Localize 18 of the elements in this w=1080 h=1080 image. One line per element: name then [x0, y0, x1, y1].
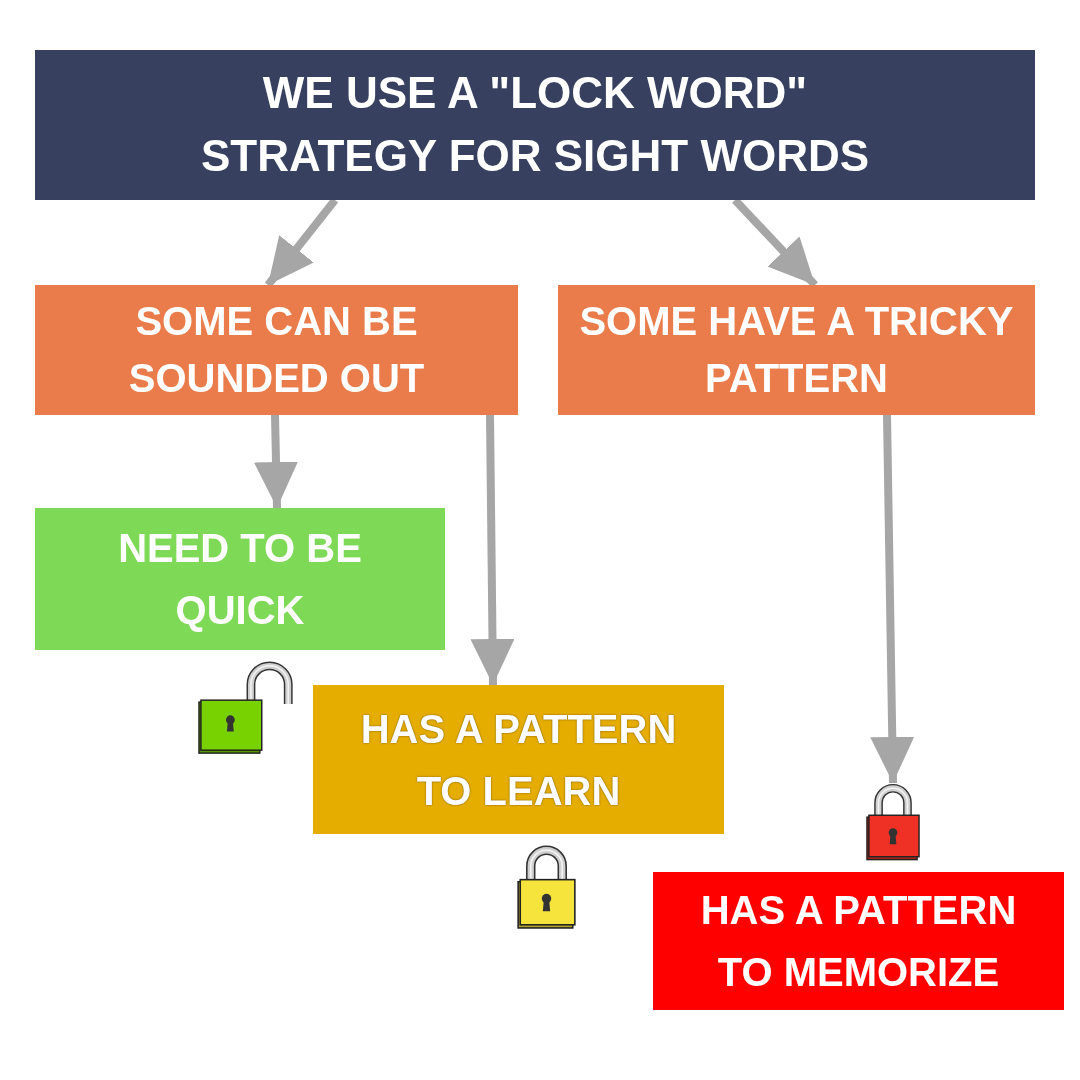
arrow [470, 414, 515, 686]
outcome-box [35, 508, 445, 650]
category-label: SOME CAN BE SOUNDED OUT [127, 298, 426, 402]
outcome-box [313, 685, 724, 834]
outcome-box [653, 872, 1064, 1010]
padlock-icon [866, 783, 920, 861]
arrow [732, 197, 818, 288]
arrow [254, 414, 298, 509]
heading-box [35, 50, 1035, 200]
category-label: SOME HAVE A TRICKY PATTERN [578, 298, 1015, 402]
outcome-label: HAS A PATTERN TO LEARN [359, 705, 678, 815]
outcome-label: NEED TO BE QUICK [117, 525, 363, 634]
outcome-label: HAS A PATTERN TO MEMORIZE [699, 887, 1018, 996]
category-box [35, 285, 518, 415]
arrow [870, 414, 915, 784]
heading-text: WE USE A "LOCK WORD" STRATEGY FOR SIGHT WORDS [199, 67, 871, 182]
arrow [264, 197, 339, 288]
category-box [558, 285, 1035, 415]
